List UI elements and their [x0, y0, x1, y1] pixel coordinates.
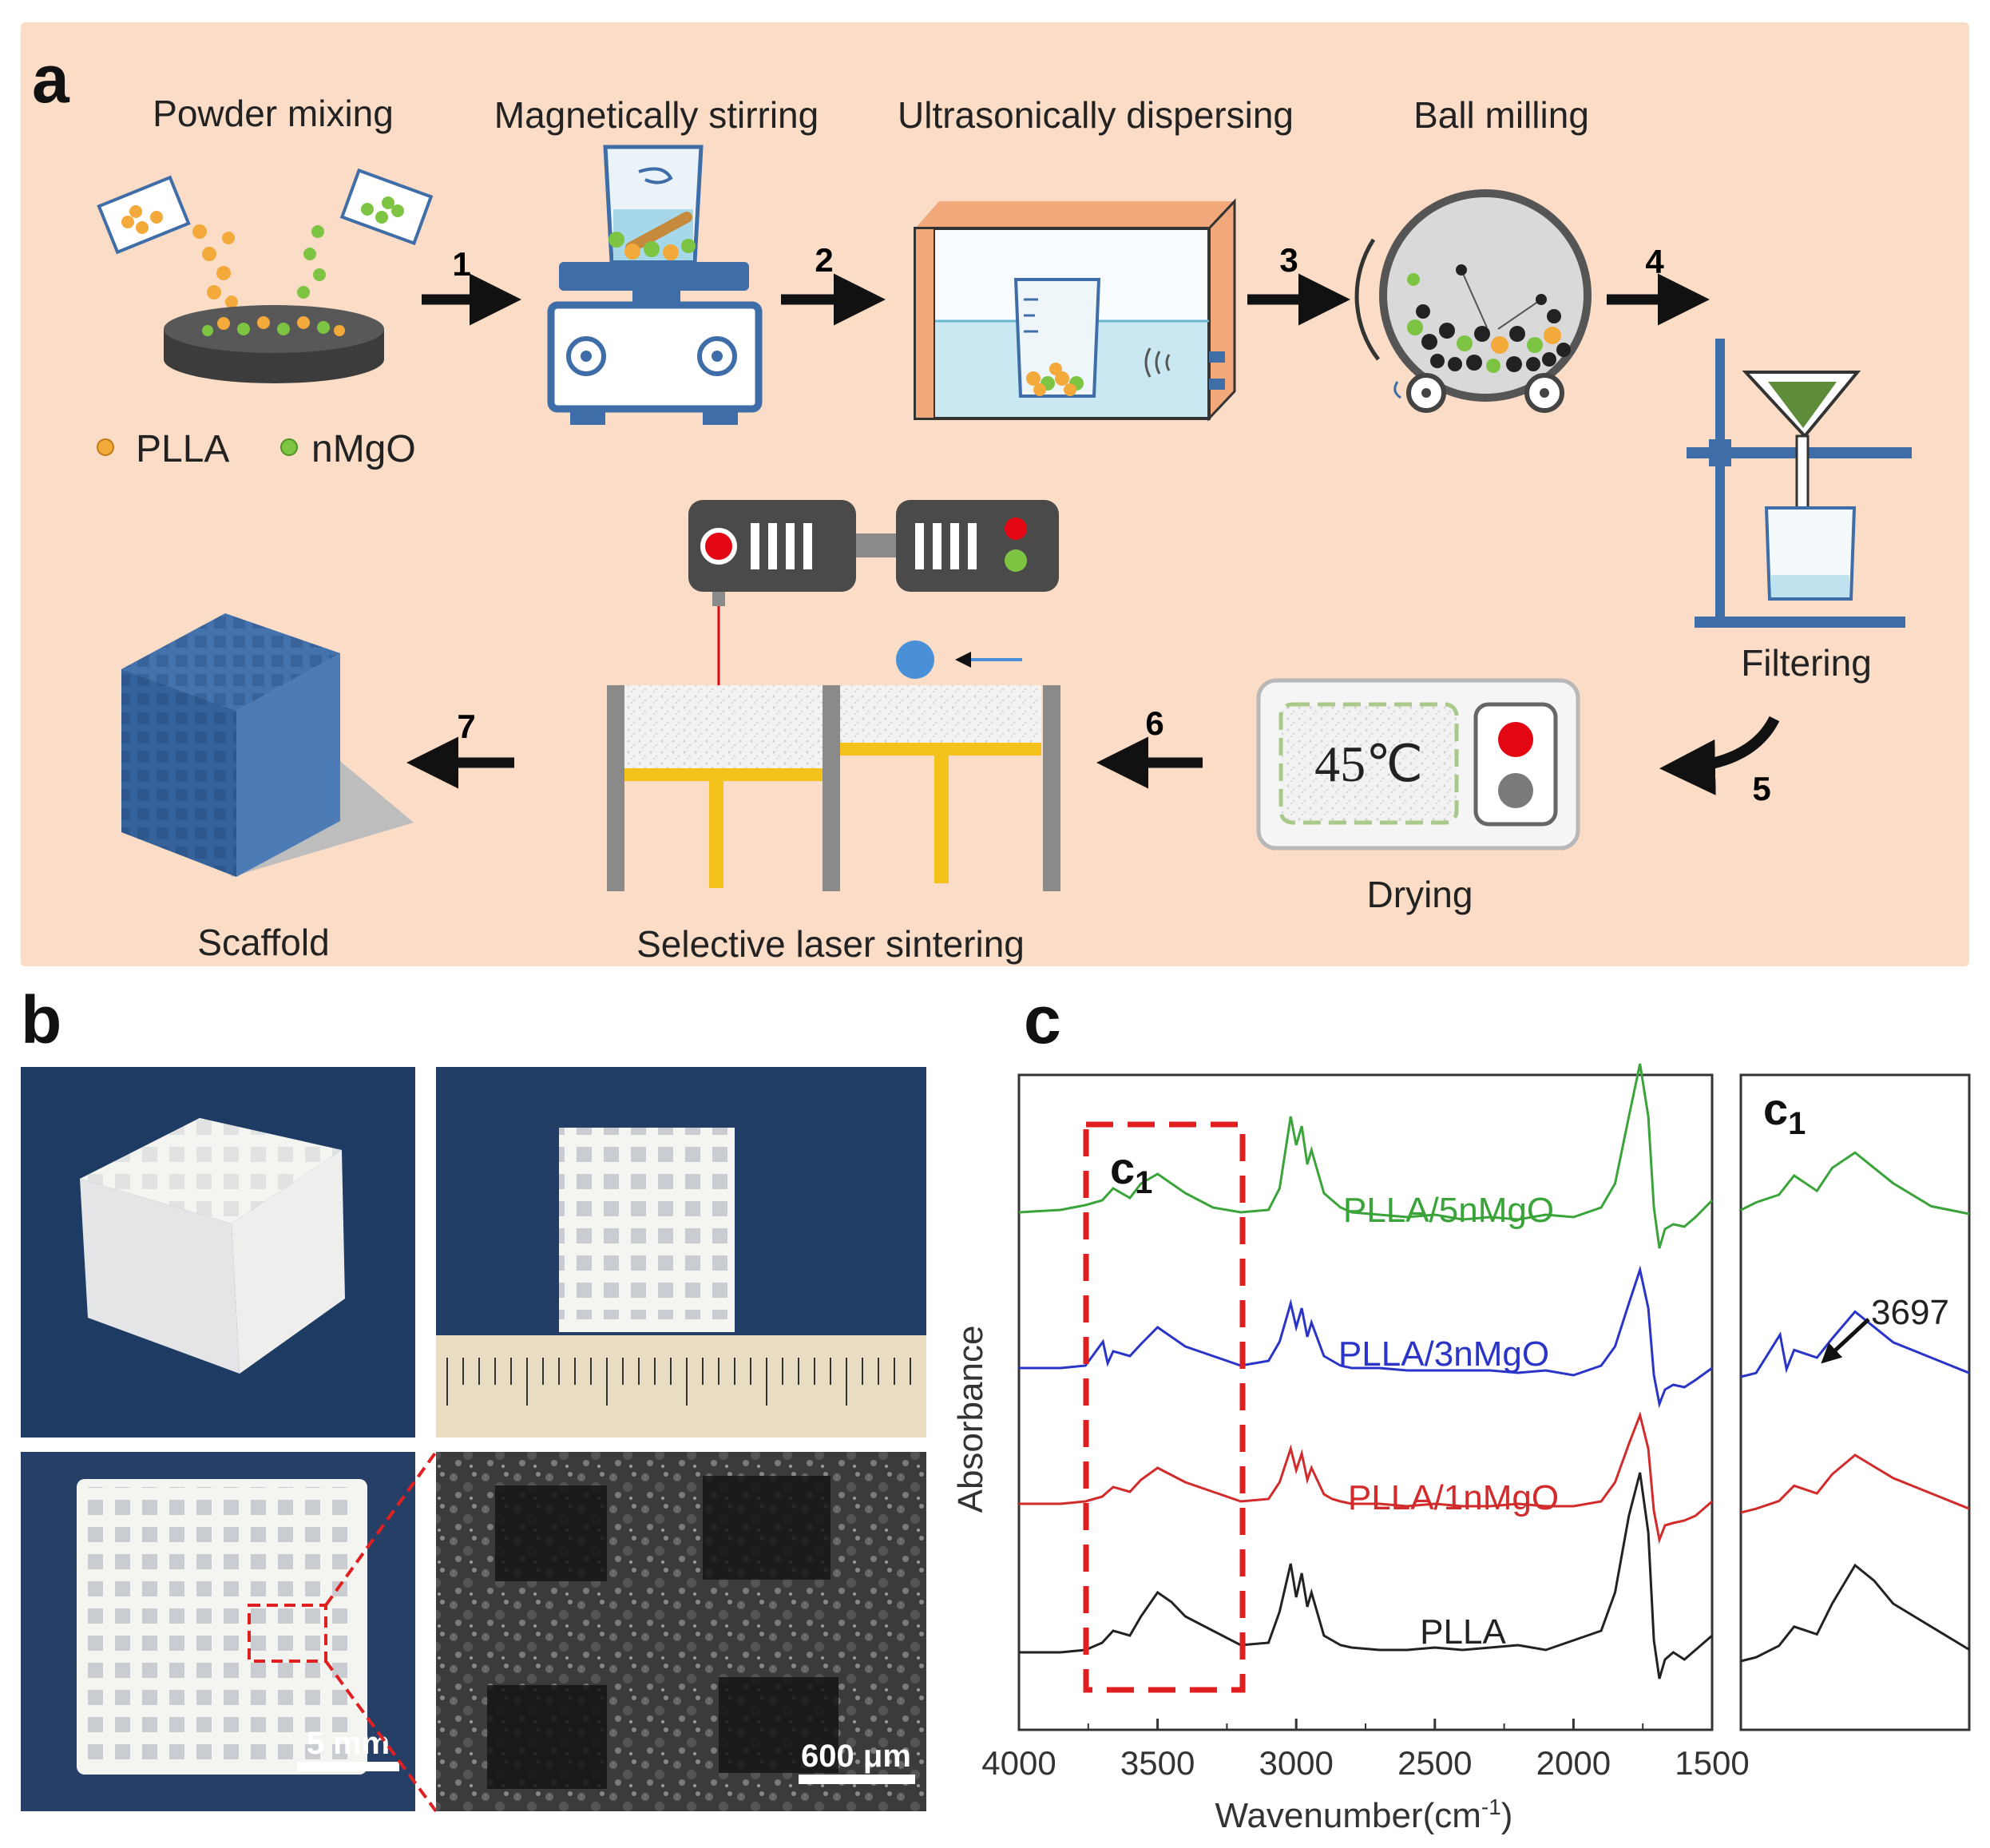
oven-temperature: 45℃: [1314, 736, 1423, 792]
x-ticks-group: 4000 3500 3000 2500 2000 1500: [981, 1719, 1750, 1782]
series-line-plla-5nmgo: [1018, 1063, 1714, 1249]
series-label-plla: PLLA: [1420, 1612, 1506, 1652]
label-sls: Selective laser sintering: [636, 923, 1025, 965]
x-tick-label: 3000: [1259, 1744, 1333, 1782]
inset-line-plla: [1740, 1563, 1970, 1663]
sls-illustration: Selective laser sintering: [607, 500, 1060, 965]
main-plot-frame: [1017, 1073, 1714, 1731]
y-axis-label: Absorbance: [951, 1326, 990, 1513]
series-label-3nmgo: PLLA/3nMgO: [1338, 1334, 1549, 1374]
powder-mixing-illustration: [97, 168, 434, 383]
label-scaffold: Scaffold: [197, 922, 329, 963]
panel-a-letter: a: [32, 42, 70, 117]
drying-oven-illustration: 45℃ Drying: [1256, 678, 1580, 915]
label-powder-mixing: Powder mixing: [153, 93, 394, 134]
process-arrows: 1 2 3 4 5 6 7: [406, 241, 1780, 807]
arrow-number-6: 6: [1145, 704, 1163, 742]
x-tick-label: 2000: [1536, 1744, 1611, 1782]
series-line-plla-3nmgo: [1019, 1265, 1713, 1409]
legend-powders: PLLA nMgO: [97, 428, 416, 470]
label-filtering: Filtering: [1741, 642, 1872, 684]
arrow-number-3: 3: [1279, 241, 1298, 279]
x-tick-label: 2500: [1397, 1744, 1472, 1782]
legend-nmgo: nMgO: [311, 428, 416, 470]
arrow-number-1: 1: [452, 245, 470, 283]
label-magnetic-stirring: Magnetically stirring: [494, 94, 819, 136]
x-tick-label: 4000: [981, 1744, 1056, 1782]
x-tick-label: 1500: [1675, 1744, 1749, 1782]
legend-plla: PLLA: [136, 428, 229, 470]
filtering-illustration: Filtering: [1687, 339, 1912, 684]
main-series-group: [1018, 1063, 1714, 1679]
scaffold-cube-illustration: Scaffold: [121, 613, 414, 963]
ultrasonic-bath-illustration: [914, 198, 1236, 422]
photo-scaffold-top: 5 mm: [21, 1450, 438, 1813]
label-ball-milling: Ball milling: [1413, 94, 1589, 136]
arrow-number-7: 7: [457, 708, 475, 745]
scalebar-sem-label: 600 μm: [801, 1739, 911, 1774]
arrow-number-5: 5: [1752, 770, 1770, 807]
photo-scaffold-ruler: [436, 1067, 926, 1438]
scalebar-photo-label: 5 mm: [307, 1726, 390, 1761]
panel-c-letter: c: [1024, 982, 1061, 1057]
x-axis-label: Wavenumber(cm-1): [1215, 1794, 1513, 1835]
panel-a: a Powder mixing Magnetically stirring Ul…: [21, 22, 1969, 966]
series-line-plla-1nmgo: [1019, 1411, 1713, 1545]
peak-annotation-label: 3697: [1871, 1293, 1949, 1332]
c1-highlight-box: [1083, 1121, 1246, 1693]
inset-plot-frame: [1739, 1073, 1971, 1731]
label-ultrasonic: Ultrasonically dispersing: [898, 94, 1294, 136]
panel-b-letter: b: [21, 982, 61, 1057]
x-tick-label: 3500: [1120, 1744, 1195, 1782]
arrow-number-4: 4: [1645, 243, 1664, 280]
photo-scaffold-angled: [21, 1067, 415, 1438]
label-drying: Drying: [1367, 874, 1473, 915]
inset-line-plla-5nmgo: [1740, 1151, 1970, 1215]
series-label-5nmgo: PLLA/5nMgO: [1343, 1191, 1554, 1230]
c1-box-label: c1: [1110, 1143, 1152, 1200]
panel-b: b 5 mm: [21, 982, 926, 1813]
panel-c: c Absorbance 4000 3500 3000 2500 2000 1500 c1…: [951, 982, 1971, 1835]
series-line-plla: [1019, 1472, 1713, 1679]
inset-line-plla-1nmgo: [1740, 1453, 1970, 1514]
sem-image: 600 μm: [436, 1452, 926, 1811]
magnetic-stirrer-illustration: [547, 145, 763, 425]
c1-inset-label: c1: [1763, 1084, 1806, 1141]
arrow-number-2: 2: [815, 241, 833, 279]
series-label-1nmgo: PLLA/1nMgO: [1348, 1478, 1559, 1517]
peak-annotation-arrow: [1821, 1318, 1870, 1364]
ball-mill-illustration: [1354, 189, 1592, 413]
